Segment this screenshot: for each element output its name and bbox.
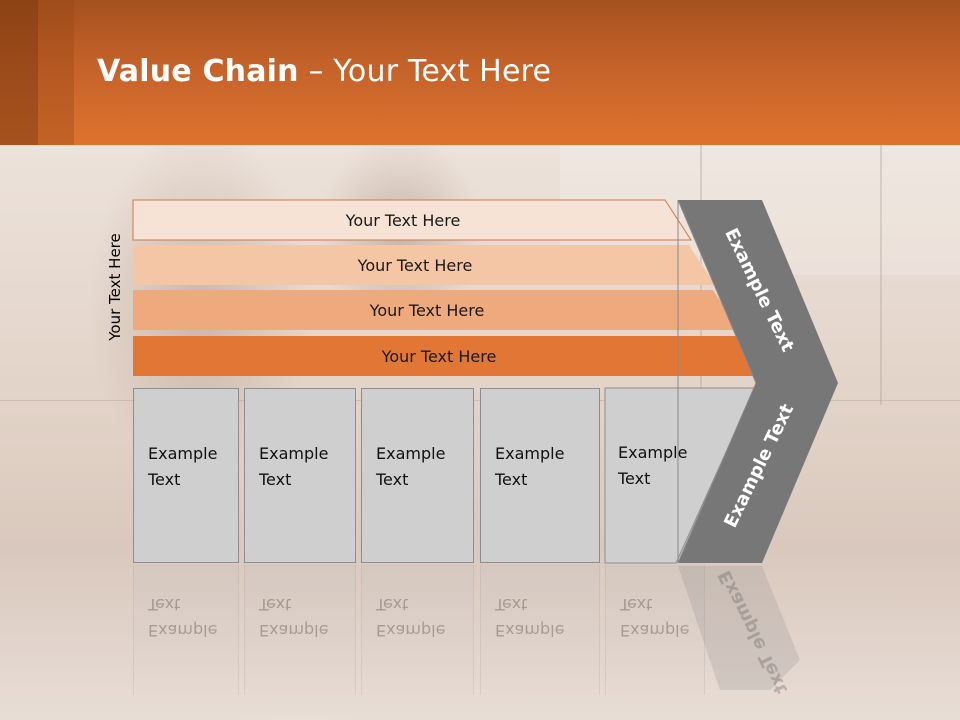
header-stripe — [0, 0, 38, 145]
activity-box-5-shape — [604, 387, 756, 564]
chevron-inner-edge — [677, 199, 757, 564]
box-text-line1: Example — [376, 444, 446, 463]
box-text-line2: Text — [376, 470, 409, 489]
box-text-line1: Example — [148, 444, 218, 463]
background-rail — [880, 145, 882, 405]
bar-label: Your Text Here — [369, 300, 485, 320]
title-bold: Value Chain — [97, 54, 299, 89]
support-bar-2[interactable]: Your Text Here — [133, 245, 715, 285]
support-bar-1[interactable]: Your Text Here — [133, 200, 691, 240]
slide-header: Value Chain – Your Text Here — [0, 0, 960, 145]
support-bar-3[interactable]: Your Text Here — [133, 290, 739, 330]
activity-box-3[interactable]: Example Text — [361, 388, 474, 563]
box-text-line2: Text — [495, 470, 528, 489]
activity-box-2[interactable]: Example Text — [244, 388, 356, 563]
box-text-line1: Example — [618, 443, 688, 462]
slide-title: Value Chain – Your Text Here — [97, 54, 551, 89]
box-text-line2: Text — [148, 470, 181, 489]
bar-label: Your Text Here — [357, 255, 473, 275]
box-text-line1: Example — [495, 444, 565, 463]
box-text-line1: Example — [259, 444, 329, 463]
title-rest: – Your Text Here — [298, 54, 552, 89]
activity-box-4[interactable]: Example Text — [480, 388, 600, 563]
chevron-arrow — [678, 200, 838, 563]
header-stripe — [38, 0, 74, 145]
activity-box-1[interactable]: Example Text — [133, 388, 239, 563]
bar-label: Your Text Here — [381, 346, 497, 366]
activity-box-5[interactable]: Example Text — [605, 388, 755, 563]
bar-label: Your Text Here — [345, 210, 461, 230]
box-text-line2: Text — [618, 469, 651, 488]
box-text-line2: Text — [259, 470, 292, 489]
chevron-reflection — [678, 566, 800, 690]
support-bar-4[interactable]: Your Text Here — [133, 336, 763, 376]
bar-outline — [132, 199, 692, 241]
